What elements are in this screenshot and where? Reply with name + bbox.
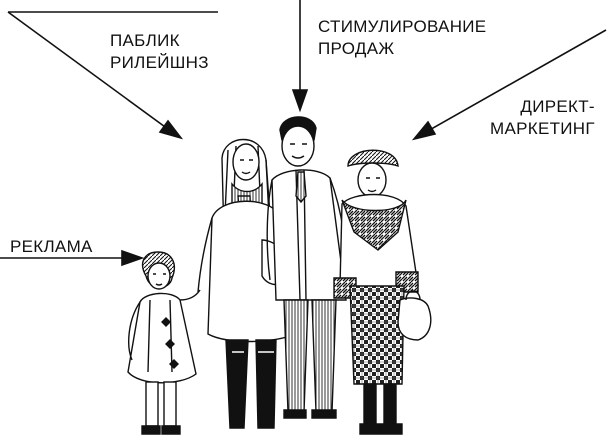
arrow-public-relations: [7, 11, 218, 140]
figure-girl-child: [127, 251, 201, 435]
arrow-direct-marketing: [411, 29, 607, 141]
arrow-advertising: [0, 249, 145, 267]
label-public-relations-line1: ПАБЛИК: [110, 31, 180, 50]
label-direct-marketing-line1: ДИРЕКТ-: [520, 97, 595, 116]
figure-woman-in-beret: [333, 149, 432, 435]
label-sales-promotion: СТИМУЛИРОВАНИЕ ПРОДАЖ: [318, 16, 486, 60]
arrow-sales-promotion: [291, 0, 309, 113]
label-sales-promotion-line2: ПРОДАЖ: [318, 39, 395, 58]
label-advertising: РЕКЛАМА: [10, 237, 93, 256]
label-sales-promotion-line1: СТИМУЛИРОВАНИЕ: [318, 17, 487, 36]
label-direct-marketing: ДИРЕКТ- МАРКЕТИНГ: [490, 96, 595, 140]
label-direct-marketing-line2: МАРКЕТИНГ: [490, 119, 595, 138]
figure-man-in-suit: [266, 116, 348, 419]
label-public-relations: ПАБЛИК РИЛЕЙШНЗ: [110, 30, 209, 74]
label-public-relations-line2: РИЛЕЙШНЗ: [110, 53, 209, 72]
